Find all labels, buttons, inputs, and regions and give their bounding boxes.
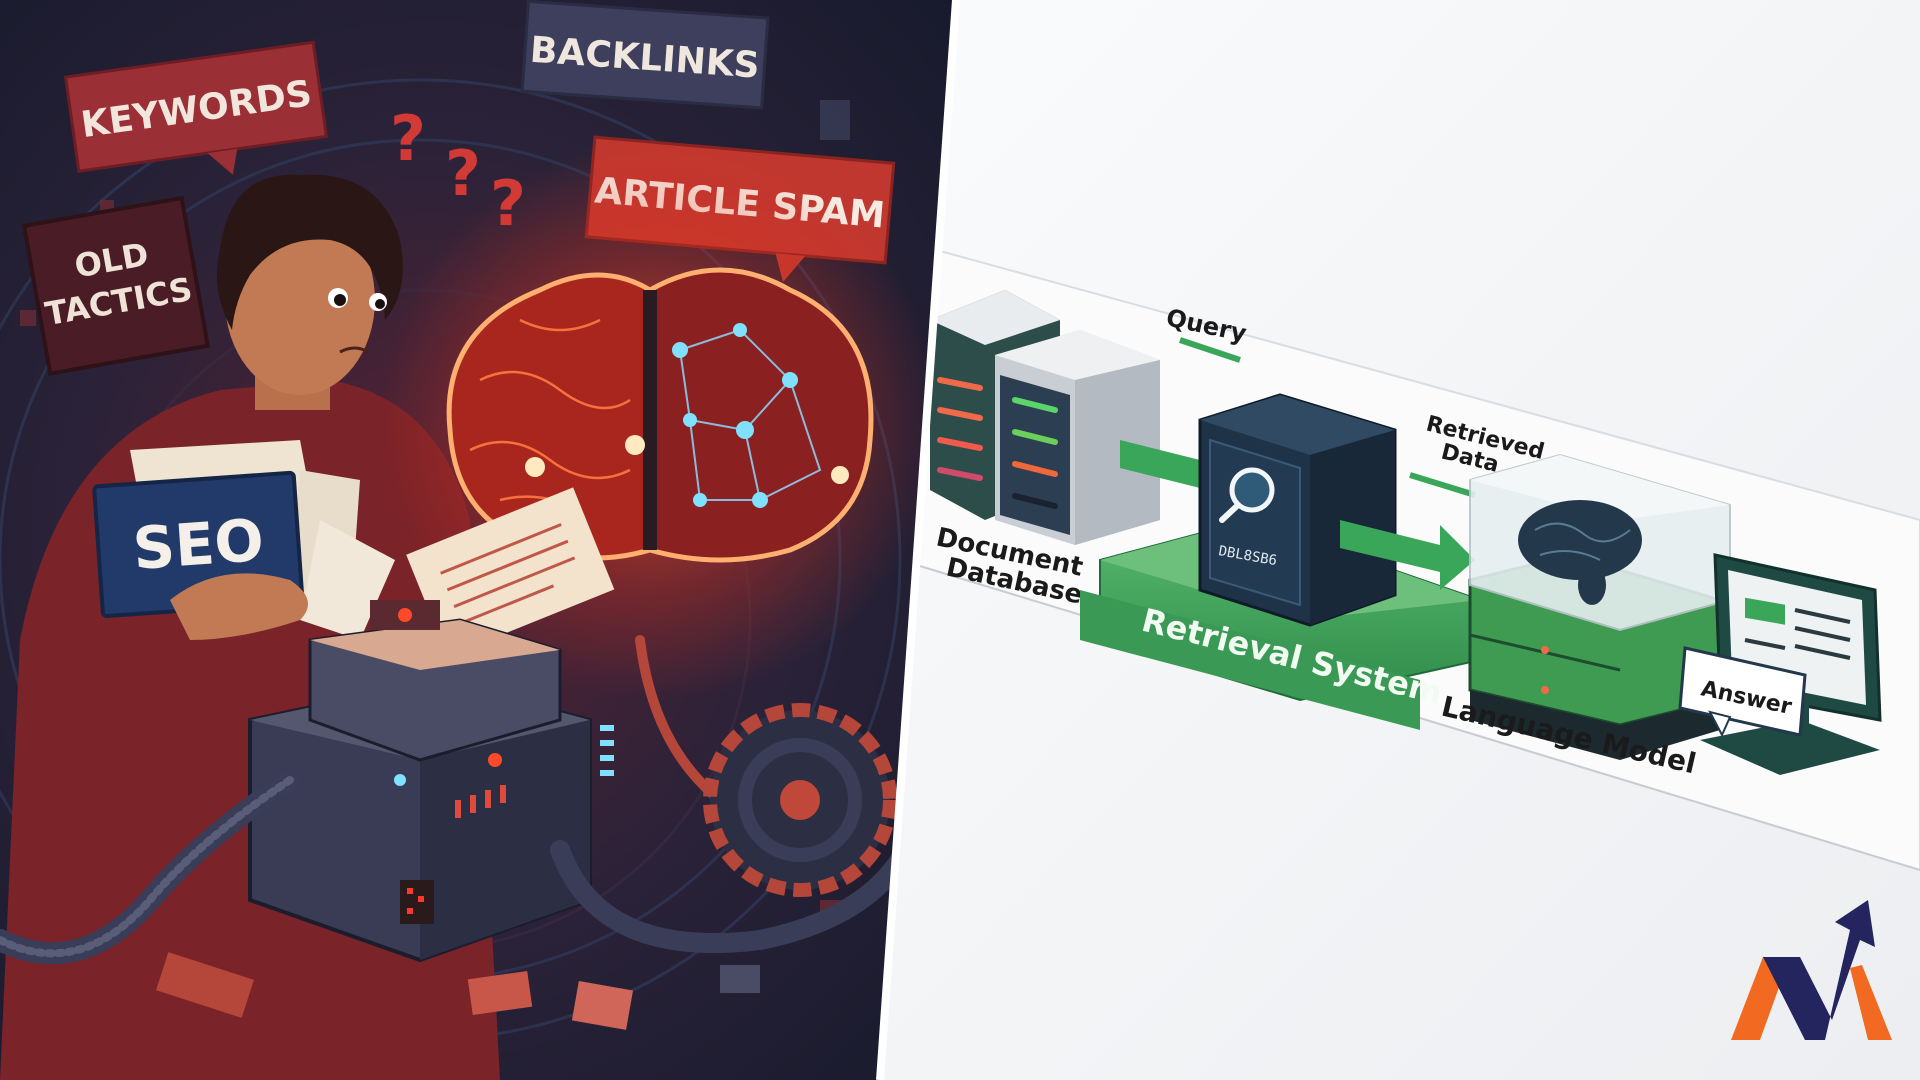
brain-icon [1518, 500, 1642, 605]
brand-logo [1731, 900, 1892, 1040]
document-paper [406, 487, 615, 657]
logo-right-leg [1850, 965, 1892, 1040]
cables [0, 635, 910, 965]
old-tactics-sign: OLD TACTICS [21, 195, 211, 376]
answer-bubble: Answer [1678, 646, 1807, 738]
question-mark-icon: ? [390, 102, 426, 175]
retrieval-ribbon [1080, 590, 1420, 730]
retrieved-data-arrow [1340, 520, 1475, 590]
gear-wheel [703, 703, 897, 897]
document-database-servers [930, 290, 1160, 545]
left-panel-seo-chaos: KEYWORDS BACKLINKS ARTICLE SPAM OLD TACT… [0, 0, 956, 1080]
panel-divider [876, 0, 960, 1080]
hand [170, 573, 308, 640]
seo-book-label: SEO [131, 506, 266, 583]
magnifier-icon [1229, 467, 1275, 513]
logo-arrow-icon [1763, 900, 1875, 1040]
hair [216, 174, 403, 330]
right-panel-rag-diagram: Document Database Retrieval System Query… [880, 0, 1920, 1080]
question-mark-icon: ? [445, 137, 481, 210]
retrieval-server: DBL8SB6 [1198, 393, 1397, 627]
language-model-block [1468, 453, 1731, 760]
retrieved-data-underline [1409, 472, 1476, 498]
query-underline [1179, 337, 1241, 363]
floor-debris [156, 952, 760, 1030]
backlinks-sign: BACKLINKS [520, 0, 770, 110]
keywords-sign: KEYWORDS [63, 40, 329, 175]
